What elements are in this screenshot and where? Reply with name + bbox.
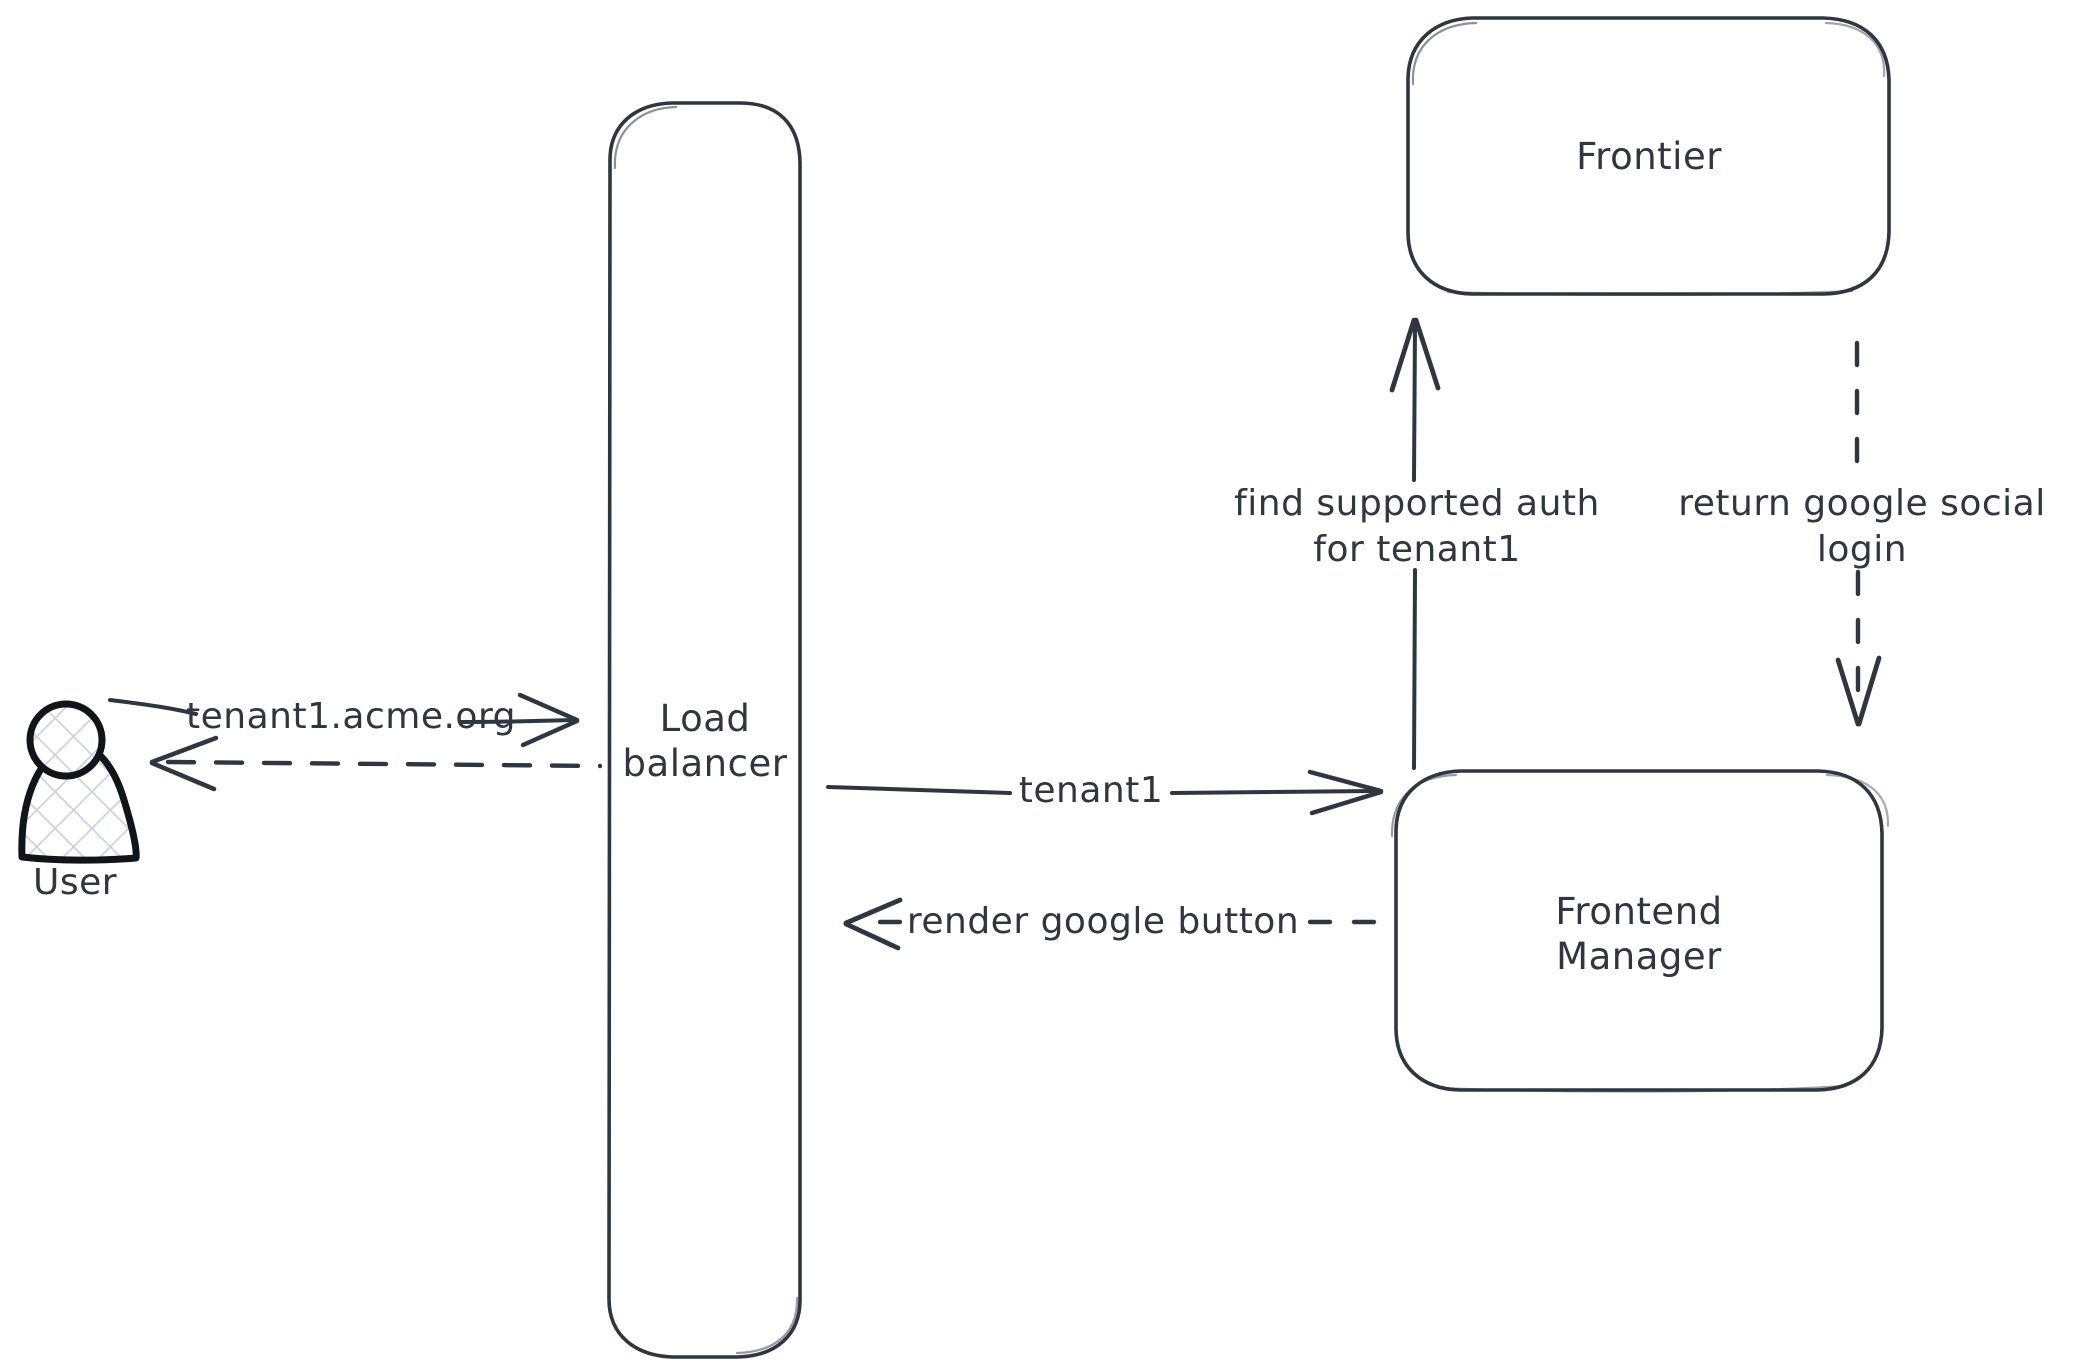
frontend-manager-shape[interactable]	[1390, 769, 1890, 1093]
frontend-manager-label-line2: Manager	[1556, 935, 1722, 978]
edge-lb-to-user	[149, 735, 603, 792]
edge-label-frontier-to-fm-line1: return google social	[1678, 483, 2046, 524]
edge-label-fm-to-frontier-line1: find supported auth	[1234, 483, 1600, 524]
load-balancer-label-line1: Load	[659, 697, 751, 740]
user-actor-label: User	[32, 862, 118, 903]
edge-lb-to-fm	[826, 769, 1384, 816]
edge-user-to-lb	[108, 692, 580, 748]
edge-fm-to-lb	[843, 897, 1383, 951]
load-balancer-label-line2: balancer	[622, 742, 788, 785]
frontier-shape[interactable]	[1406, 16, 1891, 296]
edge-fm-to-frontier	[1389, 317, 1441, 770]
edge-label-lb-to-fm: tenant1	[1018, 770, 1164, 811]
load-balancer-shape[interactable]	[607, 101, 802, 1359]
frontend-manager-label-line1: Frontend	[1555, 890, 1723, 933]
edge-frontier-to-fm	[1835, 340, 1882, 727]
frontier-label: Frontier	[1576, 135, 1722, 178]
edge-label-fm-to-lb: render google button	[906, 901, 1300, 942]
edge-label-user-to-lb: tenant1.acme.org	[186, 696, 516, 737]
edge-label-fm-to-frontier-line2: for tenant1	[1313, 529, 1521, 570]
edge-label-frontier-to-fm-line2: login	[1816, 529, 1908, 570]
user-actor-icon	[18, 700, 140, 864]
